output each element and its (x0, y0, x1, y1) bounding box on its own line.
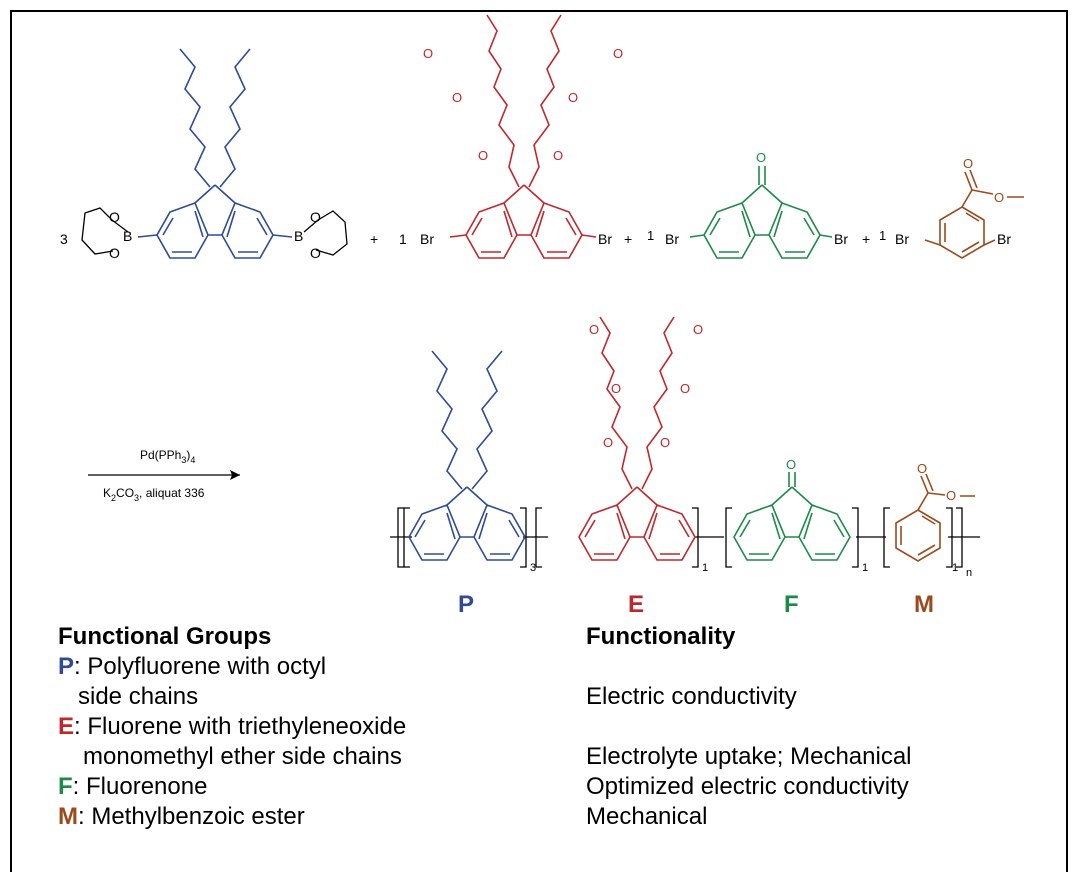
oxygen-atom: O (452, 90, 462, 105)
repeat-unit-f (733, 472, 851, 561)
oxygen-atom: O (994, 190, 1004, 205)
oxygen-atom: O (310, 245, 321, 261)
catalyst-label: Pd(PPh3)4 (140, 448, 195, 465)
monomer-e (449, 14, 597, 259)
oxygen-atom: O (660, 435, 670, 450)
legend-item-p-continued: side chains (78, 683, 199, 710)
bromine-atom: Br (834, 231, 848, 247)
oxygen-atom: O (917, 461, 927, 476)
subscript-n: n (966, 567, 972, 579)
label-f: F (784, 591, 799, 618)
plus-sign: + (624, 231, 632, 247)
bromine-atom: Br (665, 231, 679, 247)
oxygen-atom: O (693, 322, 703, 337)
legend-item-e-continued: monomethyl ether side chains (83, 743, 402, 770)
label-m: M (914, 591, 934, 618)
functionality-legend: Functionality Electric conductivity Elec… (586, 622, 1056, 832)
label-e: E (628, 591, 644, 618)
repeat-unit-e (578, 316, 696, 561)
legend-item-m: M: Methylbenzoic ester (58, 803, 305, 830)
figure-frame (10, 10, 1068, 872)
subscript-m: 1 (952, 562, 958, 574)
oxygen-atom: O (613, 46, 623, 61)
oxygen-atom: O (946, 488, 956, 503)
coefficient-f: 1 (647, 228, 654, 243)
plus-sign: + (862, 231, 870, 247)
oxygen-atom: O (963, 156, 973, 171)
coefficient-m: 1 (879, 228, 886, 243)
legend-item-e: E: Fluorene with triethyleneoxide (58, 713, 407, 740)
repeat-unit-m (895, 473, 975, 562)
oxygen-atom: O (611, 381, 621, 396)
function-m: Mechanical (586, 803, 708, 830)
function-e: Electrolyte uptake; Mechanical (586, 743, 912, 770)
oxygen-atom: O (756, 150, 766, 165)
oxygen-atom: O (310, 209, 321, 225)
dioxaborinane-left (81, 207, 129, 255)
plus-sign: + (370, 231, 378, 247)
oxygen-atom: O (568, 90, 578, 105)
boron-atom: B (123, 228, 132, 244)
conditions-label: K2CO3, aliquat 336 (103, 486, 205, 503)
subscript-e: 1 (702, 562, 708, 574)
bromine-atom: Br (598, 231, 612, 247)
oxygen-atom: O (109, 209, 120, 225)
dioxaborinane-right (303, 210, 348, 256)
functional-groups-heading: Functional Groups (58, 623, 272, 650)
functionality-heading: Functionality (586, 623, 736, 650)
oxygen-atom: O (680, 381, 690, 396)
bromine-atom: Br (997, 231, 1011, 247)
subscript-p: 3 (530, 562, 536, 574)
legend-item-f: F: Fluorenone (58, 773, 208, 800)
oxygen-atom: O (589, 322, 599, 337)
monomer-p (137, 48, 293, 259)
boron-atom: B (294, 228, 303, 244)
functional-groups-legend: Functional Groups P: Polyfluorene with o… (58, 622, 518, 832)
oxygen-atom: O (109, 245, 120, 261)
polymer-backbone (390, 507, 980, 568)
coefficient-e: 1 (399, 231, 407, 247)
legend-item-p: P: Polyfluorene with octyl (58, 653, 327, 680)
subscript-f: 1 (862, 562, 868, 574)
oxygen-atom: O (603, 435, 613, 450)
repeat-unit-p (408, 350, 526, 561)
coefficient-p: 3 (60, 231, 68, 247)
oxygen-atom: O (478, 148, 488, 163)
reaction-arrow (88, 470, 240, 480)
function-f: Optimized electric conductivity (586, 773, 909, 800)
label-p: P (458, 591, 474, 618)
function-p: Electric conductivity (586, 683, 797, 710)
monomer-f (689, 166, 833, 259)
bromine-atom: Br (420, 231, 434, 247)
oxygen-atom: O (423, 46, 433, 61)
oxygen-atom: O (786, 457, 796, 472)
monomer-m (924, 169, 1024, 259)
bromine-atom: Br (895, 231, 909, 247)
oxygen-atom: O (553, 148, 563, 163)
